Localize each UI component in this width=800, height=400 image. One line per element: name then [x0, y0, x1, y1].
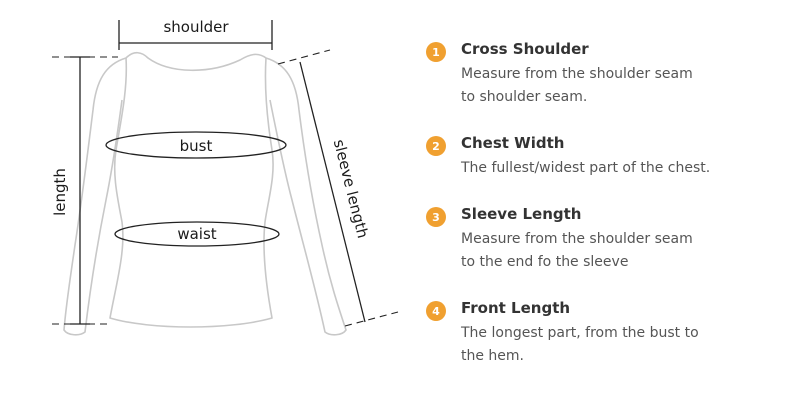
step-number-badge: 2: [426, 136, 446, 156]
step-title: Sleeve Length: [461, 205, 582, 223]
step-description-line: The longest part, from the bust to: [461, 325, 699, 341]
sweater-right-sleeve: [265, 57, 347, 336]
length-label: length: [51, 168, 69, 216]
sweater-left-sleeve: [63, 57, 127, 336]
sweater-outline: [63, 51, 347, 336]
bust-label: bust: [180, 137, 213, 155]
step-title: Chest Width: [461, 134, 565, 152]
step-number-badge: 3: [426, 207, 446, 227]
step-number-badge: 1: [426, 42, 446, 62]
step-description-line: Measure from the shoulder seam: [461, 231, 693, 247]
step-description-line: The fullest/widest part of the chest.: [461, 160, 711, 176]
step-description-line: Measure from the shoulder seam: [461, 66, 693, 82]
shoulder-label: shoulder: [163, 18, 229, 36]
sleeve-bottom-tick: [344, 311, 399, 327]
waist-label: waist: [177, 225, 216, 243]
sleeve-length-label: sleeve length: [330, 138, 372, 240]
sleeve-top-tick: [277, 49, 331, 65]
sweater-body: [109, 57, 274, 328]
step-number-badge: 4: [426, 301, 446, 321]
size-diagram: bust waist shoulder length sleeve length: [51, 18, 399, 336]
sleeve-length-measure-line: [299, 61, 366, 323]
bust-ellipse: [105, 131, 287, 159]
sweater-neckline: [125, 51, 267, 72]
step-description-line: to the end fo the sleeve: [461, 254, 629, 270]
step-description: Measure from the shoulder seam to should…: [461, 63, 761, 109]
step-description: The fullest/widest part of the chest.: [461, 157, 761, 180]
step-description: The longest part, from the bust to the h…: [461, 322, 761, 368]
step-description: Measure from the shoulder seam to the en…: [461, 228, 761, 274]
step-title: Cross Shoulder: [461, 40, 589, 58]
step-description-line: to shoulder seam.: [461, 89, 588, 105]
step-description-line: the hem.: [461, 348, 524, 364]
step-title: Front Length: [461, 299, 571, 317]
waist-ellipse: [114, 221, 280, 247]
